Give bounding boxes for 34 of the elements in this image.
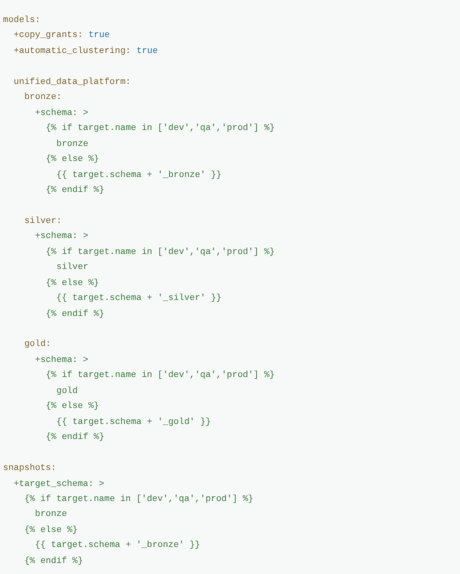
template-code: {% if target.name in ['dev','qa','prod'] %} <box>46 122 275 134</box>
yaml-key: gold: <box>24 338 51 350</box>
template-code: {% else %} <box>24 524 78 536</box>
yaml-key: models: <box>3 14 40 26</box>
template-code: gold <box>56 384 78 397</box>
boolean-value: true <box>136 44 158 57</box>
template-code: silver <box>56 261 88 274</box>
template-code: {% endif %} <box>46 184 104 196</box>
template-code: {% endif %} <box>46 308 104 320</box>
template-code: {{ target.schema + '_bronze' }} <box>35 539 200 552</box>
template-code: {{ target.schema + '_gold' }} <box>56 416 211 428</box>
template-code: {% if target.name in ['dev','qa','prod'] %} <box>46 246 275 258</box>
template-code: +schema: > <box>35 354 88 366</box>
template-code: {% else %} <box>46 400 99 412</box>
template-code: bronze <box>35 508 67 520</box>
template-code: {{ target.schema + '_silver' }} <box>56 292 222 304</box>
template-code: +schema: > <box>35 106 88 119</box>
template-code: {{ target.schema + '_bronze' }} <box>56 168 222 180</box>
yaml-key: +copy_grants: <box>14 29 83 42</box>
yaml-key: +automatic_clustering: <box>14 44 131 57</box>
template-code: bronze <box>56 138 88 150</box>
template-code: +target_schema: > <box>14 478 104 490</box>
template-code: +schema: > <box>35 230 88 242</box>
yaml-key: bronze: <box>24 91 62 104</box>
template-code: {% else %} <box>46 153 99 166</box>
template-code: {% endif %} <box>24 554 83 567</box>
yaml-key: silver: <box>24 214 62 227</box>
yaml-key: unified_data_platform: <box>14 76 131 88</box>
yaml-key: snapshots: <box>3 462 56 474</box>
template-code: {% if target.name in ['dev','qa','prod'] %} <box>24 492 254 505</box>
template-code: {% else %} <box>46 276 99 289</box>
template-code: {% if target.name in ['dev','qa','prod'] %} <box>46 369 275 382</box>
template-code: {% endif %} <box>46 431 104 444</box>
boolean-value: true <box>88 29 110 42</box>
